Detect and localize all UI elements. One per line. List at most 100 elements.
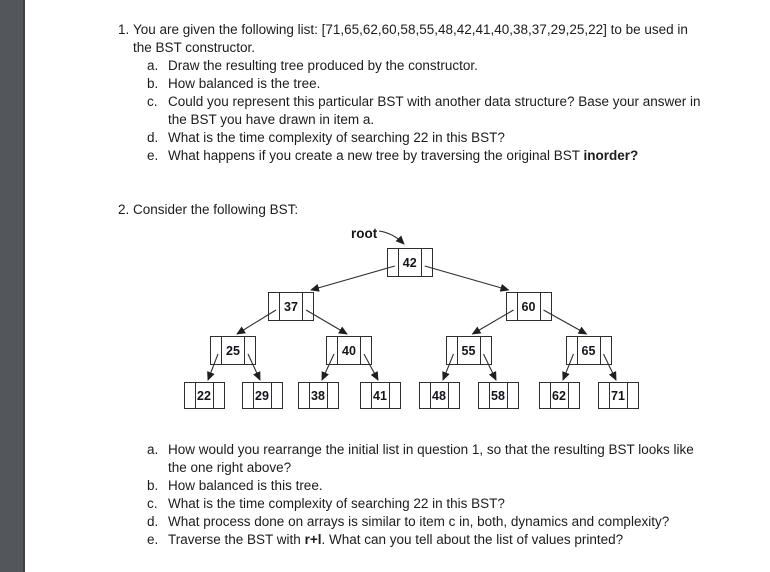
text-segment: Traverse the BST with	[168, 532, 305, 547]
text-line: the one right above?	[168, 459, 694, 477]
text-line: What happens if you create a new tree by…	[168, 147, 638, 165]
question-item: e. Traverse the BST with r+l. What can yo…	[147, 531, 694, 549]
right-pointer-cell	[326, 383, 338, 408]
text-line: What process done on arrays is similar t…	[168, 513, 669, 531]
text-segment: . What can you tell about the list of va…	[321, 532, 624, 547]
text-line: Could you represent this particular BST …	[168, 93, 701, 111]
node-value: 40	[342, 343, 356, 358]
question-1: 1.You are given the following list: [71,…	[118, 21, 701, 165]
tree-node-38: 38	[297, 382, 339, 409]
tree-node-29: 29	[241, 382, 283, 409]
left-pointer-cell	[185, 383, 196, 408]
node-value: 62	[552, 388, 566, 403]
question-item: a. Draw the resulting tree produced by th…	[147, 57, 701, 75]
text-segment: What happens if you create a new tree by…	[168, 148, 584, 163]
node-value: 29	[255, 388, 269, 403]
tree-node-37: 37	[268, 292, 314, 321]
right-pointer-cell	[244, 337, 255, 364]
left-pointer-cell	[420, 383, 431, 408]
item-marker: c.	[147, 496, 158, 511]
left-pointer-cell	[269, 293, 280, 320]
left-pointer-cell	[299, 383, 310, 408]
text-line: Traverse the BST with r+l. What can you …	[168, 531, 623, 549]
right-pointer-cell	[420, 249, 432, 276]
question-item: c. Could you represent this particular BS…	[147, 93, 701, 129]
left-pointer-cell	[361, 383, 372, 408]
text-line: How balanced is the tree.	[168, 75, 320, 93]
left-pointer-cell	[507, 293, 518, 320]
text-line: the BST constructor.	[133, 39, 688, 57]
left-pointer-cell	[540, 383, 551, 408]
tree-edge	[207, 353, 219, 381]
left-pointer-cell	[479, 383, 490, 408]
node-value: 37	[284, 299, 298, 314]
text-line: You are given the following list: [71,65…	[133, 21, 688, 39]
text-segment: Draw the resulting tree produced by the …	[168, 58, 478, 73]
tree-edge	[562, 353, 575, 381]
text-segment: the BST constructor.	[133, 40, 256, 55]
tree-edge	[321, 353, 335, 381]
root-pointer-arrow	[378, 230, 405, 245]
left-pointer-cell	[599, 383, 610, 408]
right-pointer-cell	[270, 383, 282, 408]
tree-edge	[363, 353, 379, 381]
text-segment: Could you represent this particular BST …	[168, 94, 701, 109]
right-pointer-cell	[388, 383, 400, 408]
text-segment: the one right above?	[168, 460, 292, 475]
item-marker: e.	[147, 148, 159, 163]
node-value: 48	[432, 388, 446, 403]
right-pointer-cell	[447, 383, 459, 408]
tree-edge	[310, 265, 395, 292]
text-segment: How balanced is this tree.	[168, 478, 323, 493]
tree-node-58: 58	[477, 382, 519, 409]
question-item: b.How balanced is this tree.	[147, 477, 694, 495]
text-segment: Consider the following BST:	[133, 202, 299, 217]
tree-edge	[236, 309, 277, 335]
tree-edge	[483, 353, 497, 381]
text-line: the BST you have drawn in item a.	[168, 111, 701, 129]
question-item: b. How balanced is the tree.	[147, 75, 701, 93]
tree-edge	[247, 353, 261, 381]
question-2-header: 2.Consider the following BST:	[118, 201, 298, 219]
item-marker: c.	[147, 94, 158, 109]
text-line: What is the time complexity of searching…	[168, 495, 505, 513]
question-number: 1.	[118, 22, 130, 37]
item-marker: b.	[147, 76, 159, 91]
text-segment: You are given the following list: [71,65…	[133, 22, 688, 37]
question-number: 2.	[118, 202, 130, 217]
tree-edge	[424, 265, 510, 292]
tree-edge	[603, 353, 617, 381]
window-edge-strip	[0, 0, 25, 572]
question-item: d.What is the time complexity of searchi…	[147, 129, 701, 147]
tree-edge	[442, 353, 455, 381]
tree-node-22: 22	[183, 382, 225, 409]
right-pointer-cell	[626, 383, 638, 408]
tree-node-55: 55	[445, 336, 492, 365]
item-marker: e.	[147, 532, 159, 547]
node-value: 25	[226, 343, 240, 358]
right-pointer-cell	[212, 383, 224, 408]
left-pointer-cell	[388, 249, 399, 276]
tree-node-62: 62	[538, 382, 580, 409]
tree-node-41: 41	[359, 382, 401, 409]
text-line: Consider the following BST:	[133, 201, 298, 219]
tree-node-48: 48	[418, 382, 460, 409]
right-pointer-cell	[479, 337, 491, 364]
left-pointer-cell	[327, 337, 338, 364]
text-segment: What is the time complexity of searching…	[168, 130, 505, 145]
text-segment: How balanced is the tree.	[168, 76, 321, 91]
node-value: 65	[581, 343, 596, 358]
left-pointer-cell	[447, 337, 458, 364]
tree-edge	[305, 309, 348, 335]
tree-node-60: 60	[505, 292, 552, 321]
item-marker: a.	[147, 58, 159, 73]
node-value: 58	[491, 388, 505, 403]
left-pointer-cell	[567, 337, 578, 364]
right-pointer-cell	[360, 337, 371, 364]
bold-text: inorder?	[583, 148, 639, 163]
text-line: How would you rearrange the initial list…	[168, 441, 694, 459]
node-value: 38	[311, 388, 325, 403]
node-value: 22	[197, 388, 211, 403]
right-pointer-cell	[599, 337, 611, 364]
right-pointer-cell	[506, 383, 518, 408]
